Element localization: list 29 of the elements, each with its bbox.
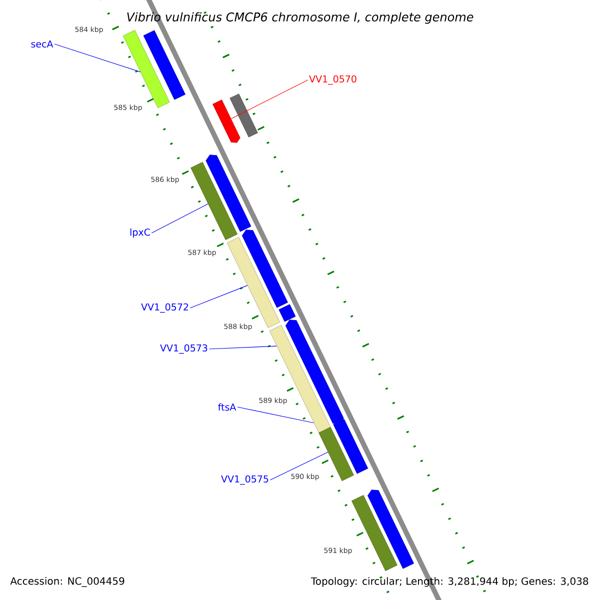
gene-block bbox=[190, 162, 238, 240]
gene-label: VV1_0575 bbox=[221, 475, 268, 485]
gene-block bbox=[368, 490, 414, 569]
gene-label: secA bbox=[31, 40, 54, 48]
gene-label: VV1_0570 bbox=[309, 75, 356, 85]
leader-line bbox=[230, 80, 308, 120]
gene-block bbox=[318, 426, 354, 482]
footer-text: Accession: NC_004459 bbox=[10, 577, 124, 587]
gene-block bbox=[143, 30, 186, 100]
gene-block bbox=[230, 94, 258, 138]
gene-block bbox=[206, 154, 252, 232]
gene-label: ftsA bbox=[218, 403, 236, 411]
gene-block bbox=[333, 418, 368, 474]
gene-label: lpxC bbox=[130, 228, 150, 238]
gene-block bbox=[285, 320, 344, 424]
leader-line bbox=[208, 346, 278, 350]
gene-block bbox=[278, 304, 296, 322]
footer-text: Topology: circular; Length: 3,281,944 bp; Genes: 3,038 bbox=[310, 577, 588, 587]
title: Vibrio vulnificus CMCP6 chromosome I, complete genome bbox=[127, 12, 474, 24]
leader-line bbox=[54, 44, 141, 72]
gene-label: VV1_0573 bbox=[160, 344, 208, 354]
gene-block bbox=[242, 230, 288, 308]
gene-block bbox=[212, 100, 240, 143]
leader-line bbox=[190, 285, 248, 308]
gene-block bbox=[352, 495, 398, 572]
leader-line bbox=[237, 406, 314, 424]
leader-line bbox=[270, 452, 328, 480]
leader-line bbox=[151, 204, 208, 234]
gene-label: VV1_0572 bbox=[141, 303, 188, 313]
